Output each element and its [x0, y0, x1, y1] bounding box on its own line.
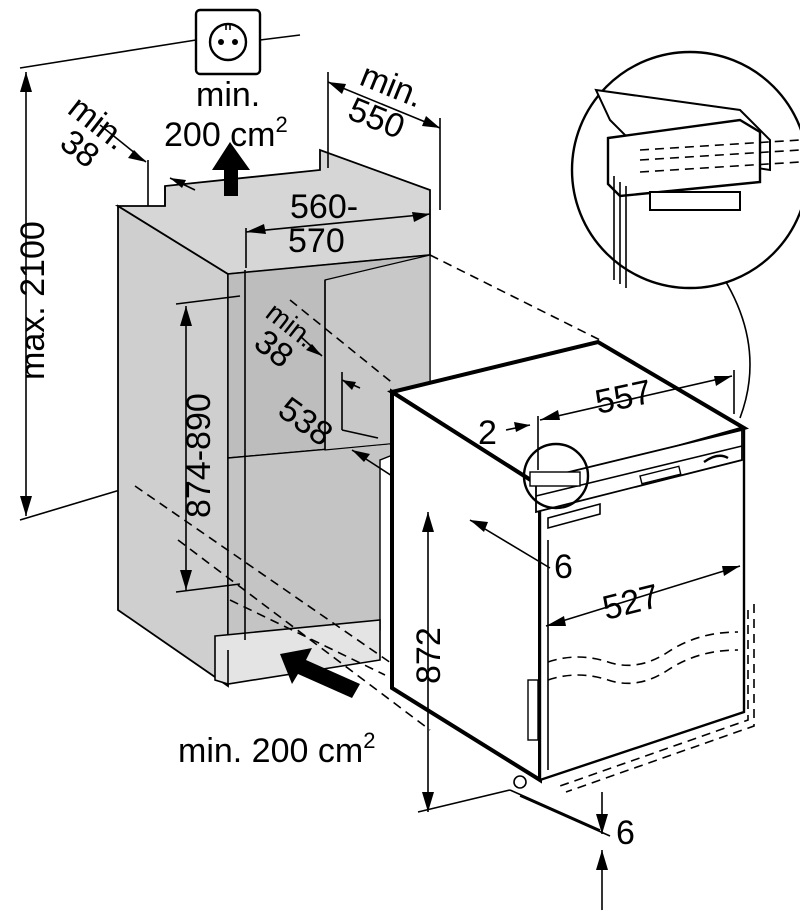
appliance-width-front-dimension: [545, 565, 741, 627]
max-height-label: max. 2100: [14, 221, 52, 380]
niche-width-label-1: 560-: [290, 188, 358, 226]
appliance-body: [386, 339, 755, 837]
min-gap-inner-dimension: [299, 335, 361, 390]
power-socket-icon: [194, 8, 262, 76]
vent-arrow-bottom-icon: [280, 648, 360, 698]
detail-marker-circle: [522, 442, 590, 510]
min-depth-dimension: [327, 72, 441, 210]
vent-top-label-line2: 200 cm2: [164, 112, 288, 154]
niche-height-label: 874-890: [180, 393, 218, 518]
wall-guide-lines: [19, 34, 301, 521]
niche-height-dimension: [175, 295, 241, 593]
niche-width-dimension: [245, 212, 431, 268]
vent-arrow-up-icon: [212, 142, 250, 196]
gap-2-dimension: [505, 422, 531, 432]
offset-6-top-label: 6: [554, 548, 573, 586]
offset-6-top-dimension: [469, 519, 551, 569]
offset-6-bottom-label: 6: [616, 814, 635, 852]
detail-magnified-view: [570, 50, 800, 290]
appliance-height-dimension: [417, 512, 511, 813]
gap-2-label: 2: [478, 414, 497, 452]
appliance-height-label: 872: [410, 627, 448, 684]
min-gap-left-dimension: [99, 124, 196, 206]
appliance-width-top-dimension: [537, 370, 735, 470]
vent-bottom-label: min. 200 cm2: [178, 728, 375, 770]
vent-top-label-line1: min.: [196, 76, 260, 114]
max-height-dimension: [20, 72, 32, 516]
offset-6-bottom-dimension: [596, 792, 608, 910]
niche-width-label-2: 570: [288, 222, 345, 260]
projection-lines: [134, 254, 601, 731]
